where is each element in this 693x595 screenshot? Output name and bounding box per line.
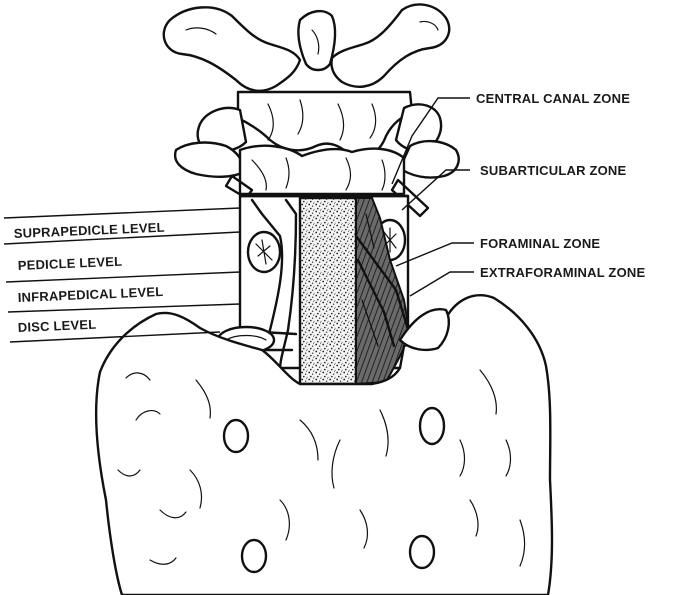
- label-foraminal-zone: FORAMINAL ZONE: [480, 236, 600, 251]
- label-pedicle-level: PEDICLE LEVEL: [17, 254, 122, 273]
- label-disc-level: DISC LEVEL: [17, 317, 96, 335]
- label-suprapedicle-level: SUPRAPEDICLE LEVEL: [13, 220, 164, 241]
- label-infrapedical-level: INFRAPEDICAL LEVEL: [17, 284, 163, 305]
- label-subarticular-zone: SUBARTICULAR ZONE: [480, 163, 627, 178]
- label-extraforaminal-zone: EXTRAFORAMINAL ZONE: [480, 265, 645, 280]
- central-canal: [300, 198, 356, 384]
- label-central-canal-zone: CENTRAL CANAL ZONE: [476, 91, 630, 106]
- upper-vertebra: [164, 4, 459, 216]
